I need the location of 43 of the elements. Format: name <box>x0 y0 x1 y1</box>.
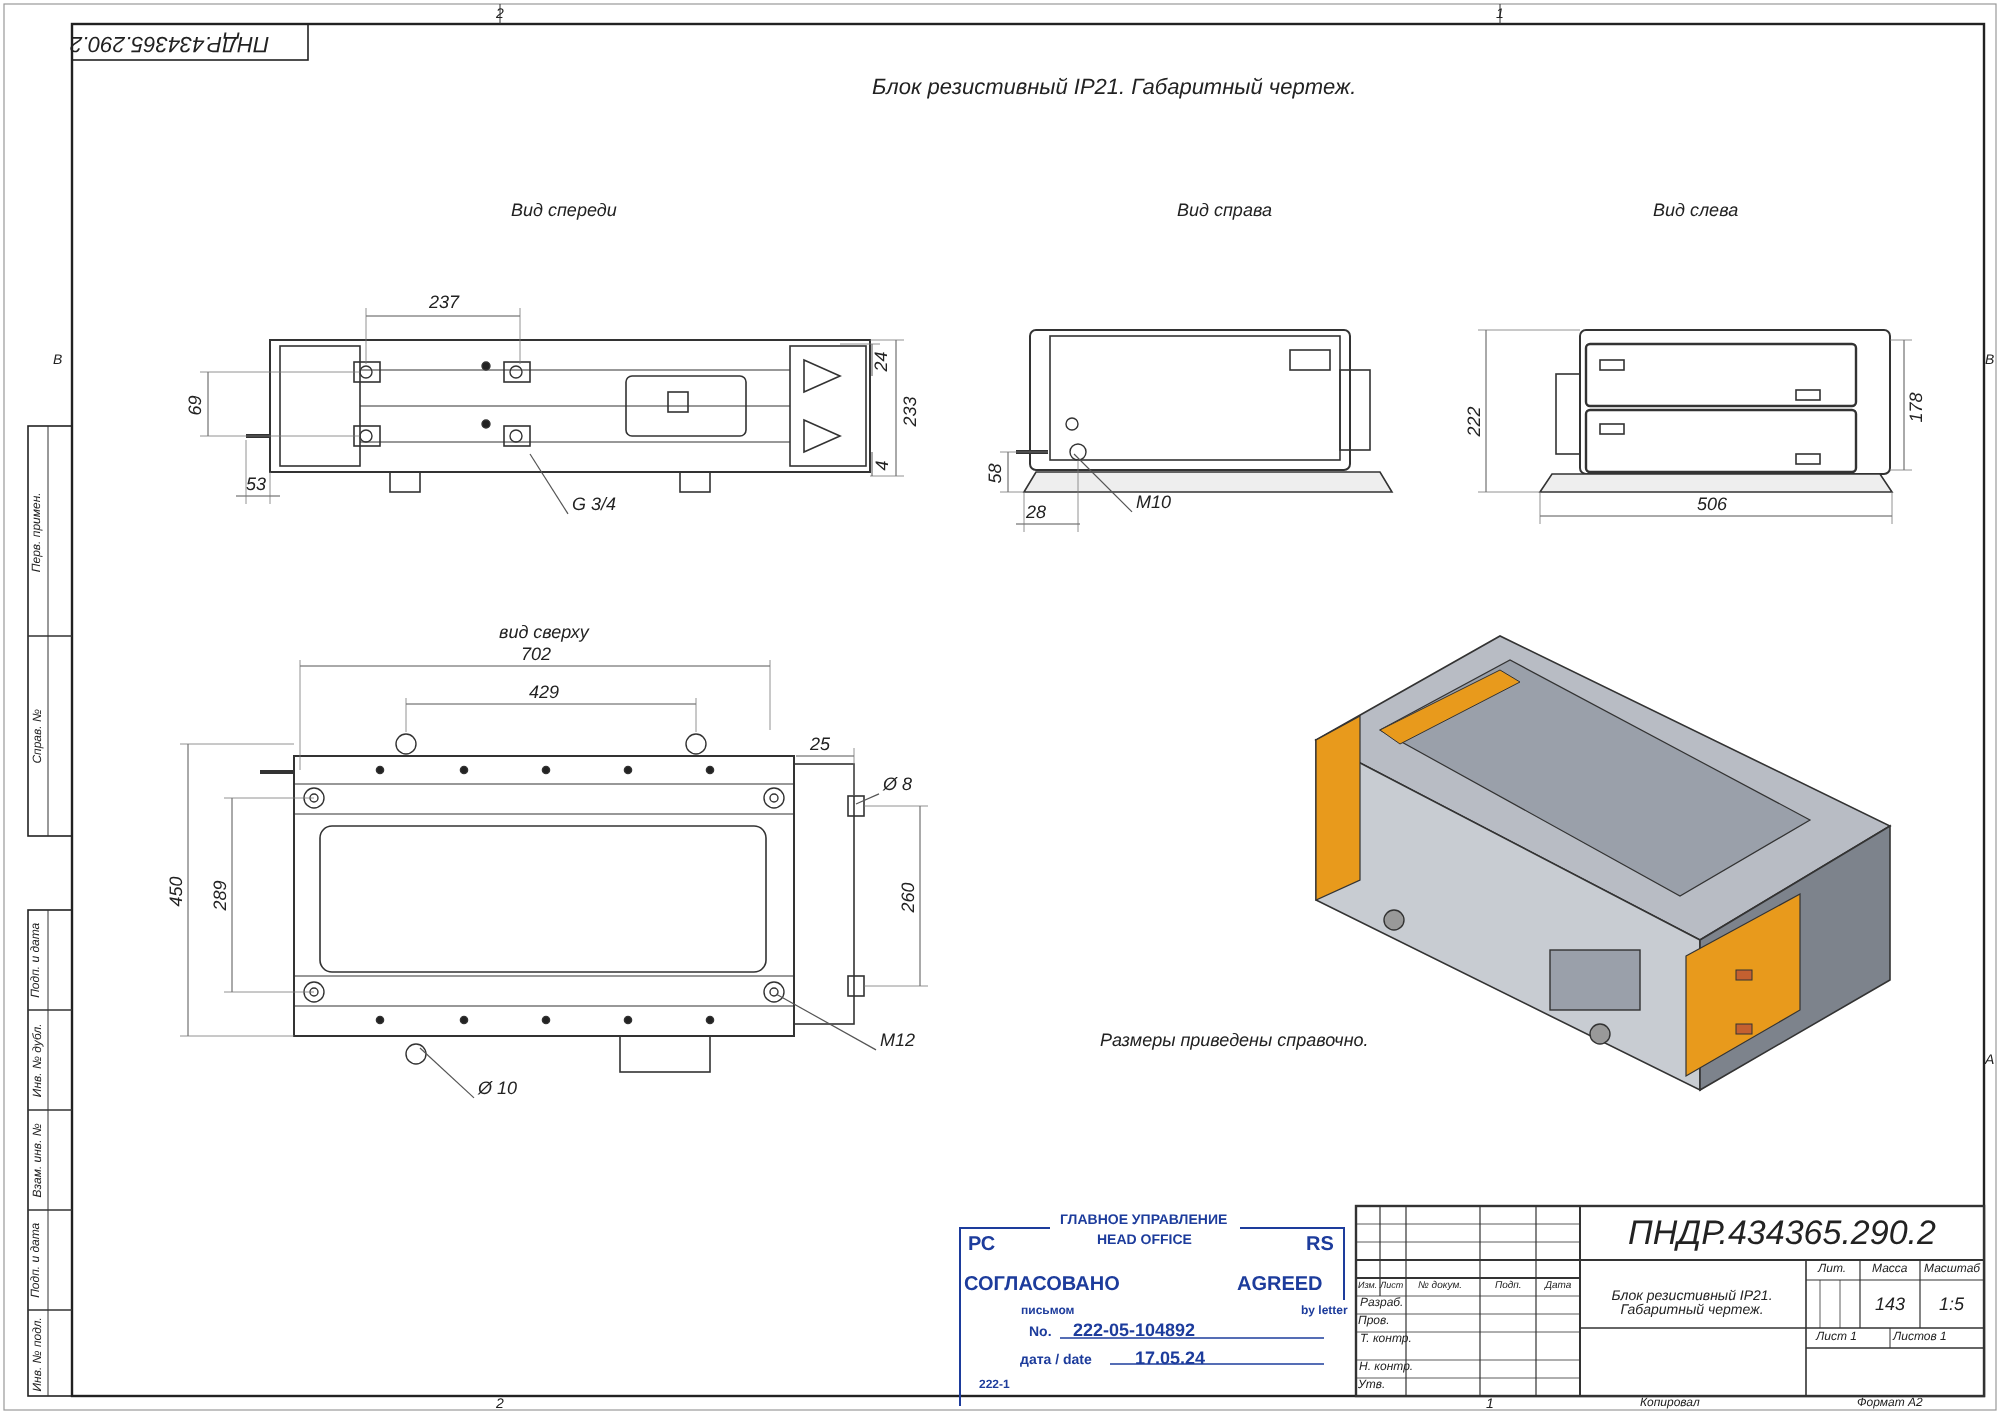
dimension-label: 450 <box>166 875 186 906</box>
leader-line <box>775 993 877 1051</box>
callout-label: Ø 10 <box>478 1079 518 1098</box>
leader-line <box>1073 453 1133 513</box>
dimension-label: 53 <box>246 475 267 494</box>
stamp-text: AGREED <box>1237 1275 1323 1296</box>
dimension-label: 25 <box>810 735 831 754</box>
title-block-text: 1:5 <box>1939 1295 1965 1314</box>
drawing-title: Блок резистивный IP21. Габаритный чертеж. <box>872 78 1357 102</box>
stamp-text: RS <box>1306 1235 1334 1256</box>
dimension-label: 289 <box>210 879 230 910</box>
view-caption: Вид слева <box>1653 201 1739 220</box>
dimension-label: 58 <box>986 462 1006 483</box>
dimension-label: 24 <box>872 350 892 371</box>
stamp-text: РС <box>968 1235 996 1256</box>
dimension-label: 233 <box>900 395 920 426</box>
drawing-number: ПНДР.434365.290.2 <box>1628 1216 1936 1252</box>
drawing-number: ПНДР.434365.290.2 <box>70 30 270 54</box>
view-caption: Вид спереди <box>511 201 617 220</box>
dimension-label: 28 <box>1026 503 1047 522</box>
view-caption: Вид справа <box>1177 201 1272 220</box>
stamp-text: 222-05-104892 <box>1073 1321 1196 1340</box>
stamp-text: 17.05.24 <box>1135 1349 1206 1368</box>
view-caption: вид сверху <box>499 623 589 642</box>
leader-line <box>529 453 569 515</box>
callout-label: Ø 8 <box>883 775 913 794</box>
dimension-label: 702 <box>521 645 552 664</box>
dimension-label: 260 <box>898 881 918 912</box>
dimension-label: 222 <box>1464 405 1484 436</box>
dimension-label: 178 <box>1906 391 1926 422</box>
dimension-label: 237 <box>429 293 460 312</box>
leader-line <box>855 793 880 805</box>
stamp-text: СОГЛАСОВАНО <box>964 1275 1120 1296</box>
callout-label: M12 <box>880 1031 916 1050</box>
note-text: Размеры приведены справочно. <box>1100 1031 1369 1050</box>
dimension-label: 429 <box>529 683 560 702</box>
dimension-label: 69 <box>186 394 206 415</box>
title-block-text: 143 <box>1875 1295 1906 1314</box>
callout-label: M10 <box>1136 493 1172 512</box>
callout-label: G 3/4 <box>572 495 617 514</box>
dimension-label: 4 <box>872 459 892 470</box>
dimension-label: 506 <box>1697 495 1728 514</box>
leader-line <box>419 1047 475 1099</box>
